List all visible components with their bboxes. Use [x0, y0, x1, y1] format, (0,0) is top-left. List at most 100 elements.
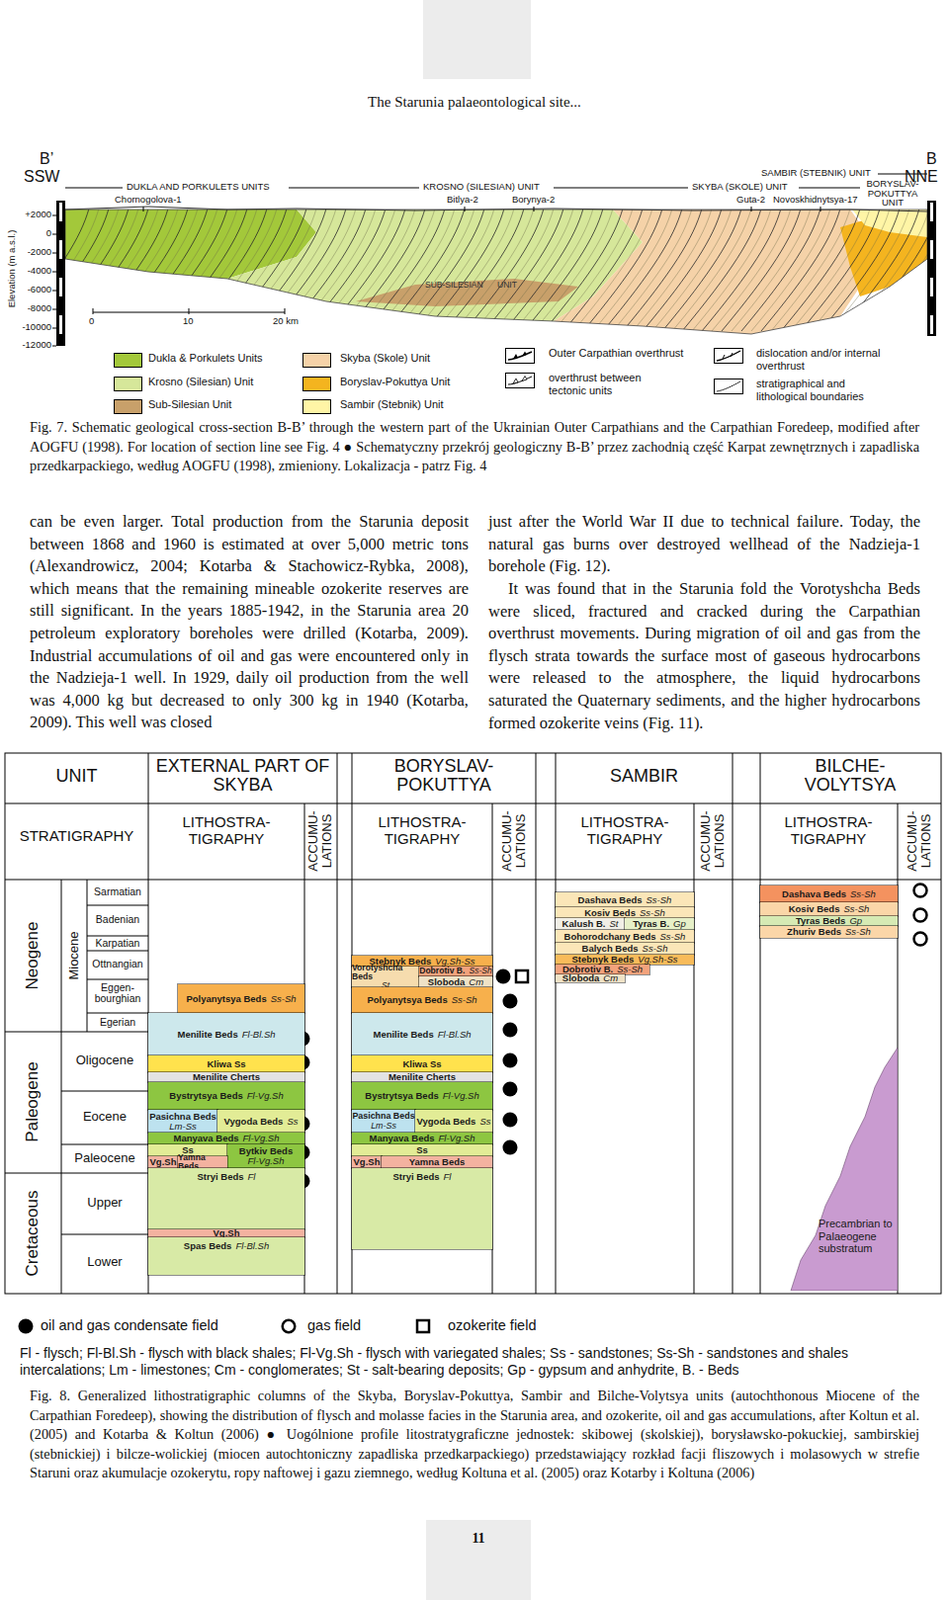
lithology-code: Ss [479, 1117, 491, 1127]
bed-name: Bohorodchany Beds [564, 932, 657, 943]
table-grid [4, 753, 942, 1295]
text-label: Karpatian [86, 938, 149, 949]
text-label: Egerian [86, 1017, 149, 1029]
bed-name: Dashava Beds [578, 895, 643, 906]
text-label: Badenian [86, 914, 149, 926]
bed-name: Tyras Beds [795, 916, 847, 927]
bed-name: Manyava Beds [369, 1133, 435, 1144]
bed-band: Spas BedsFl-Bl.Sh [148, 1237, 305, 1276]
bed-band: Menilite Cherts [148, 1072, 305, 1083]
lithology-code: Fl-Vg.Sh [243, 1133, 280, 1144]
text-label: BORYSLAV- POKUTTYA UNIT [862, 178, 924, 208]
lithology-code: Vg.Sh-Ss [637, 954, 678, 965]
text-label: Elevation (m a.s.l.) [6, 209, 18, 329]
legend-text: Skyba (Skole) Unit [340, 351, 489, 365]
text-label: SAMBIR (STEBNIK) UNIT [761, 168, 880, 178]
text-label: Eocene [61, 1110, 149, 1125]
text-label: Eggen- bourghian [86, 982, 149, 1005]
bed-name: Balych Beds [582, 944, 639, 954]
bed-name: Ss [416, 1145, 429, 1156]
bed-band: Vg.Sh [148, 1229, 305, 1238]
text-label: Chornogolova-1 [114, 194, 204, 205]
fault-line [850, 208, 930, 332]
text-label: ACCUMU- LATIONS [698, 804, 726, 878]
bed-name: Bystrytsya Beds [364, 1091, 438, 1102]
text-label: STRATIGRAPHY [4, 828, 149, 846]
fault-line [9, 208, 89, 332]
footer-tab [426, 1520, 531, 1600]
bed-band: Bystrytsya BedsFl-Vg.Sh [351, 1082, 493, 1111]
bed-band: Pasichna BedsLm-Ss [351, 1110, 416, 1133]
lithology-code: Fl-Bl.Sh [235, 1241, 269, 1252]
cross-section [9, 173, 949, 346]
bed-band: Tyras BedsGp [760, 916, 898, 927]
text-label: SSW [23, 168, 64, 186]
lithology-code: Cm [468, 977, 484, 988]
lithology-code: Ss [286, 1117, 298, 1127]
bed-name: Vygoda Beds [417, 1117, 477, 1127]
text-label: Fig. 8. Generalized lithostratigraphic c… [29, 1386, 920, 1484]
bed-band: Manyava BedsFl-Vg.Sh [148, 1132, 305, 1145]
legend-swatch [302, 352, 332, 368]
lithology-code: Ss-Sh [639, 908, 666, 919]
text-label: It was found that in the Starunia fold t… [488, 578, 921, 735]
lithology-code: Fl-Vg.Sh [438, 1133, 476, 1144]
bed-band: Yamna Beds [381, 1156, 493, 1169]
lithology-code: Ss-Sh [845, 927, 871, 938]
text-label: -12000 [9, 340, 52, 351]
lithology-code: Lm-Ss [370, 1121, 397, 1131]
text-label: Ottnangian [86, 958, 149, 970]
bed-band: Kosiv BedsSs-Sh [760, 902, 898, 917]
lithology-code: Fl [443, 1172, 452, 1183]
bed-band: Kalush B.St [555, 918, 625, 931]
bed-name: Stryi Beds [393, 1172, 440, 1183]
legend-symbol [505, 372, 535, 393]
text-label: ACCUMU- LATIONS [905, 804, 933, 878]
bed-band: Menilite Cherts [351, 1072, 493, 1083]
bed-band: Polyanytsya BedsSs-Sh [177, 984, 305, 1014]
text-label: -2000 [9, 247, 52, 259]
lithology-code: Fl-Vg.Sh [248, 1156, 285, 1167]
lithology-code: Gp [849, 916, 863, 927]
text-label: -8000 [9, 303, 52, 315]
text-label: Sarmatian [86, 886, 149, 898]
bed-band: Pasichna BedsLm-Ss [148, 1110, 218, 1133]
text-label: Fig. 7. Schematic geological cross-secti… [29, 418, 920, 477]
text-label: Oligocene [61, 1053, 149, 1069]
bed-name: Pasichna Beds [351, 1112, 415, 1122]
lithology-code: Fl-Bl.Sh [242, 1030, 276, 1040]
bed-band: Vg.Sh [351, 1156, 382, 1169]
lithology-code: Ss-Sh [850, 889, 876, 900]
lithology-code: Ss-Sh [468, 966, 492, 976]
legend-symbol [280, 1318, 297, 1339]
header-tab [423, 0, 531, 80]
bed-name: Kalush B. [562, 919, 606, 930]
text-label: 20 km [272, 316, 313, 328]
bed-band: Vg.Sh [148, 1156, 178, 1169]
bed-band: Yamna Beds [177, 1156, 228, 1169]
text-label: Guta-2 [736, 194, 777, 205]
text-label: DUKLA AND PORKULETS UNITS [126, 181, 285, 192]
text-label: 0 [88, 316, 101, 328]
legend-swatch [113, 352, 143, 368]
text-label: Paleogene [22, 1037, 43, 1167]
bed-band: Bohorodchany BedsSs-Sh [555, 930, 694, 944]
legend-text: gas field [307, 1317, 407, 1335]
lithology-code: Vg.Sh-Ss [434, 956, 475, 967]
lithology-code: Gp [673, 919, 687, 930]
bed-band: Balych BedsSs-Sh [555, 943, 694, 955]
text-label: UNIT [497, 280, 527, 291]
bed-band: Dashava BedsSs-Sh [555, 892, 694, 908]
text-label: EXTERNAL PART OF SKYBA [148, 757, 338, 795]
text-label: can be even larger. Total production fro… [29, 511, 469, 735]
text-label: Miocene [67, 886, 83, 1026]
text-label: -6000 [9, 284, 52, 296]
bed-band: Kliwa Ss [148, 1055, 305, 1073]
bed-band: Dobrotiv B.Ss-Sh [419, 966, 493, 977]
bed-band: Bystrytsya BedsFl-Vg.Sh [148, 1082, 305, 1111]
bed-band: Stryi BedsFl [148, 1168, 305, 1230]
text-label: BILCHE- VOLYTSYA [785, 757, 915, 795]
bed-band: Vorotyshcha BedsSt [351, 966, 420, 988]
text-label: Bitlya-2 [446, 194, 497, 205]
bed-name: Sloboda [428, 977, 465, 988]
